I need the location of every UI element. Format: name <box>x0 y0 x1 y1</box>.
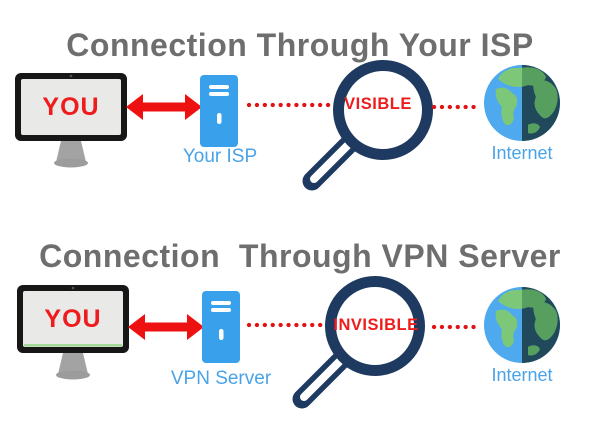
computer-monitor: YOU <box>17 285 129 383</box>
monitor-icon <box>15 73 127 168</box>
dotted-line <box>431 324 479 330</box>
isp-server-icon <box>200 75 238 147</box>
magnifier-icon <box>292 276 425 409</box>
magnifier <box>300 50 450 210</box>
globe-icon <box>484 65 560 141</box>
internet-globe <box>482 285 562 365</box>
magnifier <box>292 266 442 426</box>
row-title-isp: Connection Through Your ISP <box>66 27 534 64</box>
server-label: VPN Server <box>170 368 272 389</box>
computer-monitor: YOU <box>15 73 127 171</box>
magnifier-icon <box>302 60 433 191</box>
row-title-vpn: Connection Through VPN Server <box>39 238 561 275</box>
internet-globe <box>482 63 562 143</box>
server-label: Your ISP <box>182 146 258 167</box>
you-label: YOU <box>42 92 100 121</box>
you-label: YOU <box>44 304 102 333</box>
dotted-line <box>431 104 481 110</box>
dotted-line <box>246 102 336 108</box>
internet-label: Internet <box>491 143 553 163</box>
visibility-status-label: VISIBLE <box>344 95 412 113</box>
double-arrow-icon <box>128 314 204 340</box>
visibility-status-label: INVISIBLE <box>333 316 419 334</box>
internet-label: Internet <box>491 365 553 385</box>
globe-icon <box>484 287 560 363</box>
vpn-server-icon <box>202 291 240 363</box>
double-arrow-icon <box>126 94 202 120</box>
monitor-icon <box>17 285 129 380</box>
